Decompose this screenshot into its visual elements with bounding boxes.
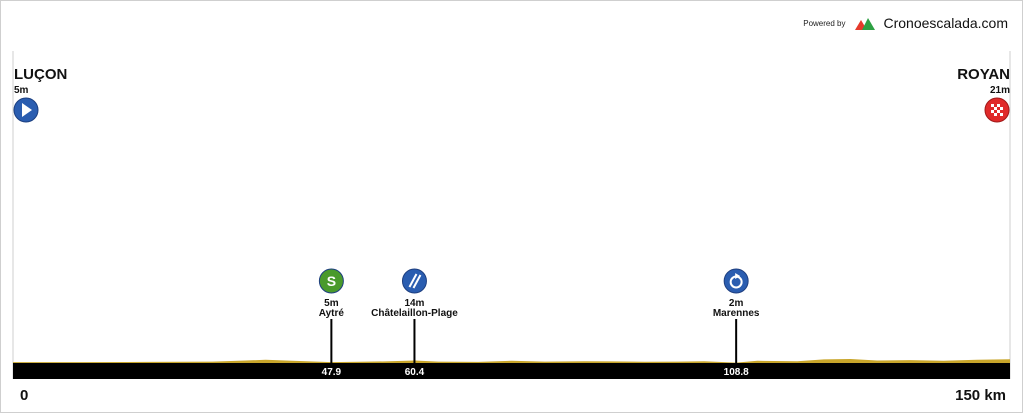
sprint-icon: S [318,268,344,294]
point-name: Marennes [713,308,760,319]
point-name: Châtelaillon-Plage [371,308,458,319]
powered-by-label: Powered by [803,18,846,28]
start-name: LUÇON [14,66,67,83]
brand-name: Cronoescalada.com [883,15,1008,31]
point-km-label: 108.8 [724,367,749,378]
point-elevation: 2m [729,298,744,309]
axis-start-label: 0 [20,387,28,404]
finish-flag-icon [984,97,1010,123]
finish-elevation: 21m [990,85,1010,96]
point-km-label: 47.9 [322,367,342,378]
brand[interactable]: Powered by Cronoescalada.com [803,15,1008,31]
mountain-logo-icon [855,18,876,30]
elevation-area [13,359,1010,363]
point-elevation: 5m [324,298,339,309]
axis-end-label: 150 km [955,387,1006,404]
svg-text:S: S [327,273,336,289]
point-name: Aytré [319,308,345,319]
baseline-bar [13,363,1010,379]
start-elevation: 5m [14,85,29,96]
intermediate-timing-icon [723,268,749,294]
finish-name: ROYAN [957,66,1010,83]
start-play-icon [13,97,39,123]
point-km-label: 60.4 [405,367,425,378]
point-elevation: 14m [404,298,424,309]
feed-zone-icon [401,268,427,294]
